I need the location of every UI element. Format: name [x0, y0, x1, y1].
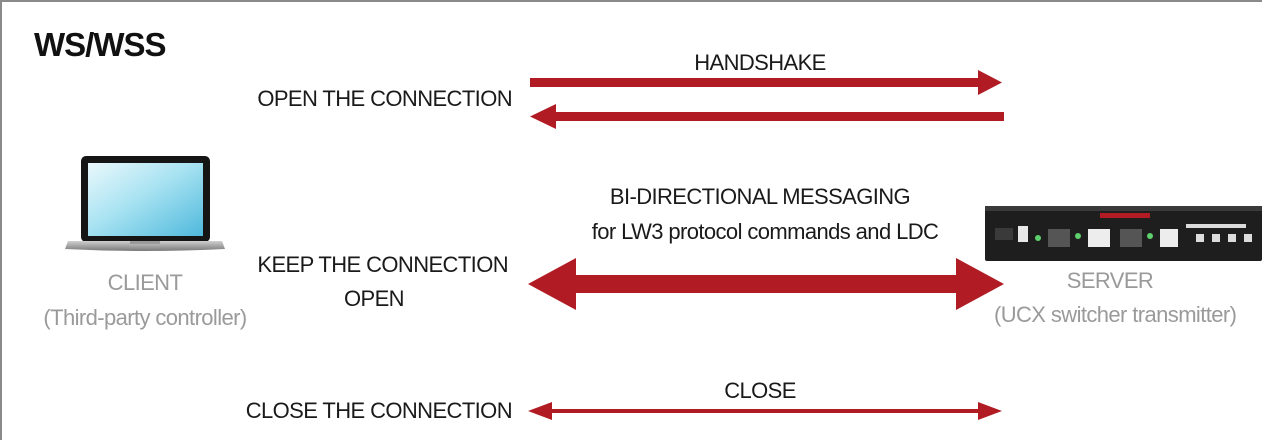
close-connection-label: CLOSE THE CONNECTION: [245, 398, 513, 423]
close-arrow: [528, 402, 1002, 420]
ucx-switcher-device-icon: [985, 206, 1262, 261]
server-sublabel: (UCX switcher transmitter): [994, 302, 1237, 327]
client-label: CLIENT: [107, 270, 183, 295]
keep-connection-label-line2: OPEN: [344, 286, 405, 311]
close-label: CLOSE: [724, 378, 796, 403]
bidirectional-label-line1: BI-DIRECTIONAL MESSAGING: [609, 184, 911, 209]
handshake-label: HANDSHAKE: [694, 50, 826, 75]
diagram-title: WS/WSS: [34, 26, 166, 63]
keep-connection-label-line1: KEEP THE CONNECTION: [257, 252, 508, 277]
open-connection-label: OPEN THE CONNECTION: [257, 86, 512, 111]
laptop-icon: [65, 156, 225, 251]
handshake-response-arrow: [530, 104, 1004, 129]
bidirectional-label-line2: for LW3 protocol commands and LDC: [591, 219, 939, 244]
server-label: SERVER: [1066, 268, 1154, 293]
handshake-request-arrow: [530, 70, 1002, 95]
bidirectional-messaging-arrow: [528, 258, 1004, 310]
client-sublabel: (Third-party controller): [43, 305, 247, 330]
